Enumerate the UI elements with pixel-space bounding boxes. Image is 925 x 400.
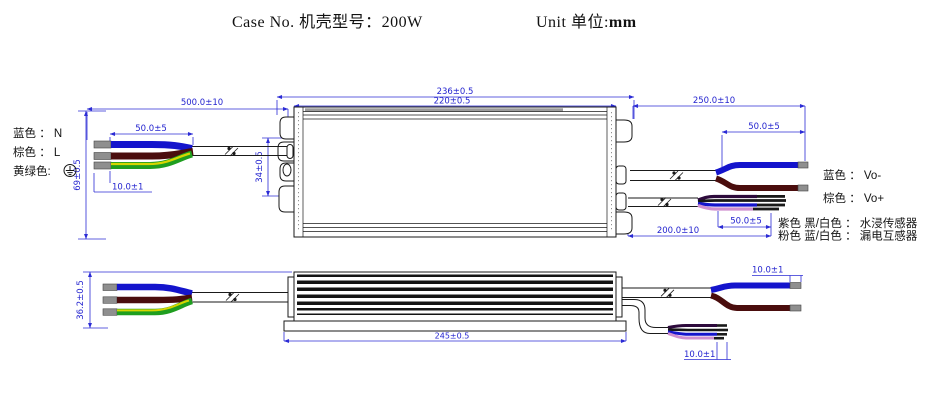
- tinned-tip: [93, 152, 112, 160]
- wire-pink-sensor: [697, 203, 753, 211]
- dim-case-height: 36.2±0.5: [76, 280, 86, 320]
- case-body-top: [293, 106, 617, 238]
- sensor-wires-side: [622, 299, 728, 340]
- tinned-tip: [102, 296, 118, 304]
- side-view-dimensions: 36.2±0.5 245±0.5 10.0±1 10.0±1: [76, 266, 803, 360]
- tinned-tip: [797, 161, 809, 169]
- tinned-tip: [789, 282, 802, 289]
- wire-tip-black: [719, 328, 728, 332]
- top-view-dimensions: 236±0.5 220±0.5 500.0±10 50.0±5 10.0±1 6…: [73, 87, 806, 240]
- wire-blue-white-sensor: [667, 330, 717, 336]
- wire-blue-white-sensor: [697, 201, 757, 207]
- dim-input-cable: 500.0±10: [181, 98, 223, 108]
- dim-body-length: 220±0.5: [434, 97, 471, 107]
- cable-break-symbol: [669, 170, 684, 181]
- dim-input-strip: 50.0±5: [135, 124, 166, 134]
- wire-green-pe: [117, 297, 193, 316]
- output-wires-side: [622, 282, 802, 312]
- side-view: 36.2±0.5 245±0.5 10.0±1 10.0±1: [76, 266, 803, 360]
- wire-brown-vo-plus: [710, 292, 790, 311]
- dim-sensor-strip: 50.0±5: [730, 217, 761, 227]
- label-sensor-line2: 粉色 蓝/白色 ： 漏电互感器: [778, 229, 918, 243]
- dim-outer-length: 236±0.5: [437, 87, 474, 97]
- label-sensor-line1: 紫色 黑/白色 ： 水浸传感器: [778, 216, 918, 230]
- wire-tip-black: [759, 199, 786, 202]
- wire-brown-l: [117, 294, 193, 304]
- mounting-ear-left: [277, 116, 295, 213]
- wire-pink-sensor: [667, 332, 714, 340]
- case-base-plate: [283, 320, 627, 332]
- wire-black-white-sensor: [697, 199, 759, 203]
- input-wires-top: [93, 140, 287, 170]
- wire-blue-n: [117, 283, 193, 297]
- dim-input-tin: 10.0±1: [112, 183, 143, 193]
- mounting-ear-right: [615, 119, 633, 235]
- wire-tip-black: [753, 207, 779, 211]
- label-output-blue: 蓝色 ： Vo-: [823, 168, 881, 182]
- label-input-brown: 棕色 ： L: [13, 145, 61, 159]
- tinned-tip: [102, 308, 118, 316]
- case-top-view: [277, 106, 633, 238]
- input-wires-side: [102, 283, 288, 316]
- wire-blue-n: [111, 141, 193, 152]
- top-view: 236±0.5 220±0.5 500.0±10 50.0±5 10.0±1 6…: [13, 87, 918, 243]
- case-no-title: Case No. 机壳型号：200W: [232, 13, 423, 31]
- dim-output-tin: 10.0±1: [752, 266, 783, 276]
- wire-tip-black: [717, 324, 727, 327]
- earth-ground-icon: [63, 164, 77, 177]
- tinned-tip: [797, 184, 809, 192]
- dim-base-length: 245±0.5: [435, 332, 470, 341]
- output-wires-top: [630, 161, 809, 192]
- dim-sensor-cable: 200.0±10: [657, 226, 699, 236]
- wire-tip-black: [757, 195, 785, 198]
- tinned-tip: [102, 283, 118, 291]
- cable-break-symbol: [657, 197, 672, 208]
- wire-labels: 蓝色 ： N 棕色 ： L 黄绿色: 蓝色 ： Vo- 棕色 ： Vo+ 紫色 …: [13, 126, 918, 243]
- wire-tip-black: [717, 333, 727, 336]
- wire-blue-vo-minus: [710, 282, 790, 293]
- wire-purple-sensor: [697, 194, 757, 202]
- wire-blue-vo-minus: [715, 162, 798, 176]
- dim-output-cable: 250.0±10: [693, 96, 735, 106]
- sensor-wires-top: [628, 194, 786, 211]
- unit-title: Unit 单位:mm: [536, 13, 637, 31]
- wire-yellow-stripe: [117, 299, 190, 312]
- tinned-tip: [789, 304, 802, 312]
- label-input-ground: 黄绿色:: [13, 164, 51, 178]
- header: Case No. 机壳型号：200W Unit 单位:mm: [232, 13, 637, 31]
- cable-break-symbol: [660, 287, 675, 299]
- end-cap-right: [615, 276, 623, 318]
- cable-break-symbol: [224, 146, 239, 157]
- dim-gland-offset: 34±0.5: [255, 151, 265, 182]
- dim-sensor-tin: 10.0±1: [684, 350, 715, 360]
- wire-purple-sensor: [667, 324, 717, 329]
- wire-tip-black: [714, 336, 724, 340]
- cable-gland-sensor: [615, 192, 627, 211]
- tinned-tip: [93, 140, 112, 149]
- wire-tip-black: [757, 203, 785, 207]
- wire-green-pe: [111, 150, 193, 169]
- label-output-brown: 棕色 ： Vo+: [823, 191, 884, 205]
- label-input-blue: 蓝色 ： N: [13, 126, 62, 140]
- dim-case-width: 69±0.5: [73, 159, 83, 190]
- wire-brown-vo-plus: [714, 175, 798, 191]
- dim-output-strip: 50.0±5: [748, 122, 779, 132]
- cable-break-symbol: [225, 292, 240, 303]
- case-side-view: [283, 271, 627, 332]
- fin-shade-bar: [305, 108, 563, 112]
- tinned-tip: [93, 161, 112, 170]
- end-cap-left: [287, 276, 295, 318]
- wire-yellow-stripe: [111, 152, 191, 166]
- cable-gland-output: [615, 165, 627, 185]
